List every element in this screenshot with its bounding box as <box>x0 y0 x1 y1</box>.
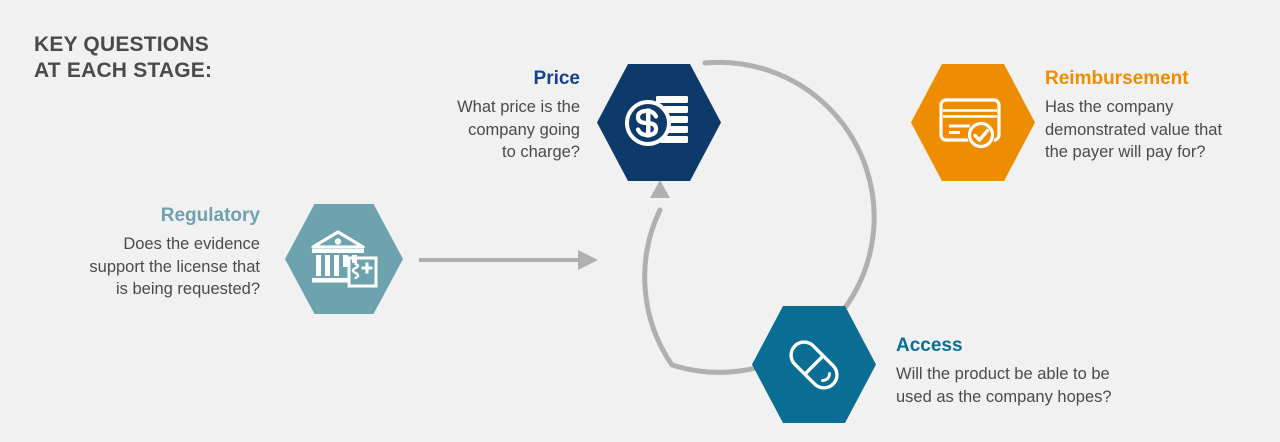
stage-heading-price: Price <box>533 68 580 89</box>
stage-question-regulatory: Does the evidence support the license th… <box>89 235 260 298</box>
text-block-regulatory: Regulatory Does the evidence support the… <box>35 205 260 301</box>
hexagon-reimbursement[interactable] <box>911 64 1035 181</box>
coin-stack-dollar-icon <box>625 95 688 146</box>
text-block-price: Price What price is the company going to… <box>390 68 580 164</box>
stage-heading-reimbursement: Reimbursement <box>1045 68 1189 89</box>
stage-question-reimbursement: Has the company demonstrated value that … <box>1045 98 1223 161</box>
credit-card-check-icon <box>939 97 1001 149</box>
stage-heading-access: Access <box>896 335 963 356</box>
cycle-arrowhead <box>650 180 670 198</box>
stage-heading-regulatory: Regulatory <box>160 205 260 226</box>
hexagon-access[interactable] <box>752 306 876 423</box>
regulatory-to-price-arrow <box>419 250 598 270</box>
text-block-access: Access Will the product be able to be us… <box>896 335 1146 408</box>
pill-capsule-icon <box>789 339 839 390</box>
page-title: KEY QUESTIONS AT EACH STAGE: <box>34 33 213 82</box>
text-block-reimbursement: Reimbursement Has the company demonstrat… <box>1045 68 1260 164</box>
stage-question-price: What price is the company going to charg… <box>457 98 580 161</box>
bank-prescription-icon <box>311 230 378 288</box>
stage-question-access: Will the product be able to be used as t… <box>896 365 1112 406</box>
hexagon-price[interactable] <box>597 64 721 181</box>
